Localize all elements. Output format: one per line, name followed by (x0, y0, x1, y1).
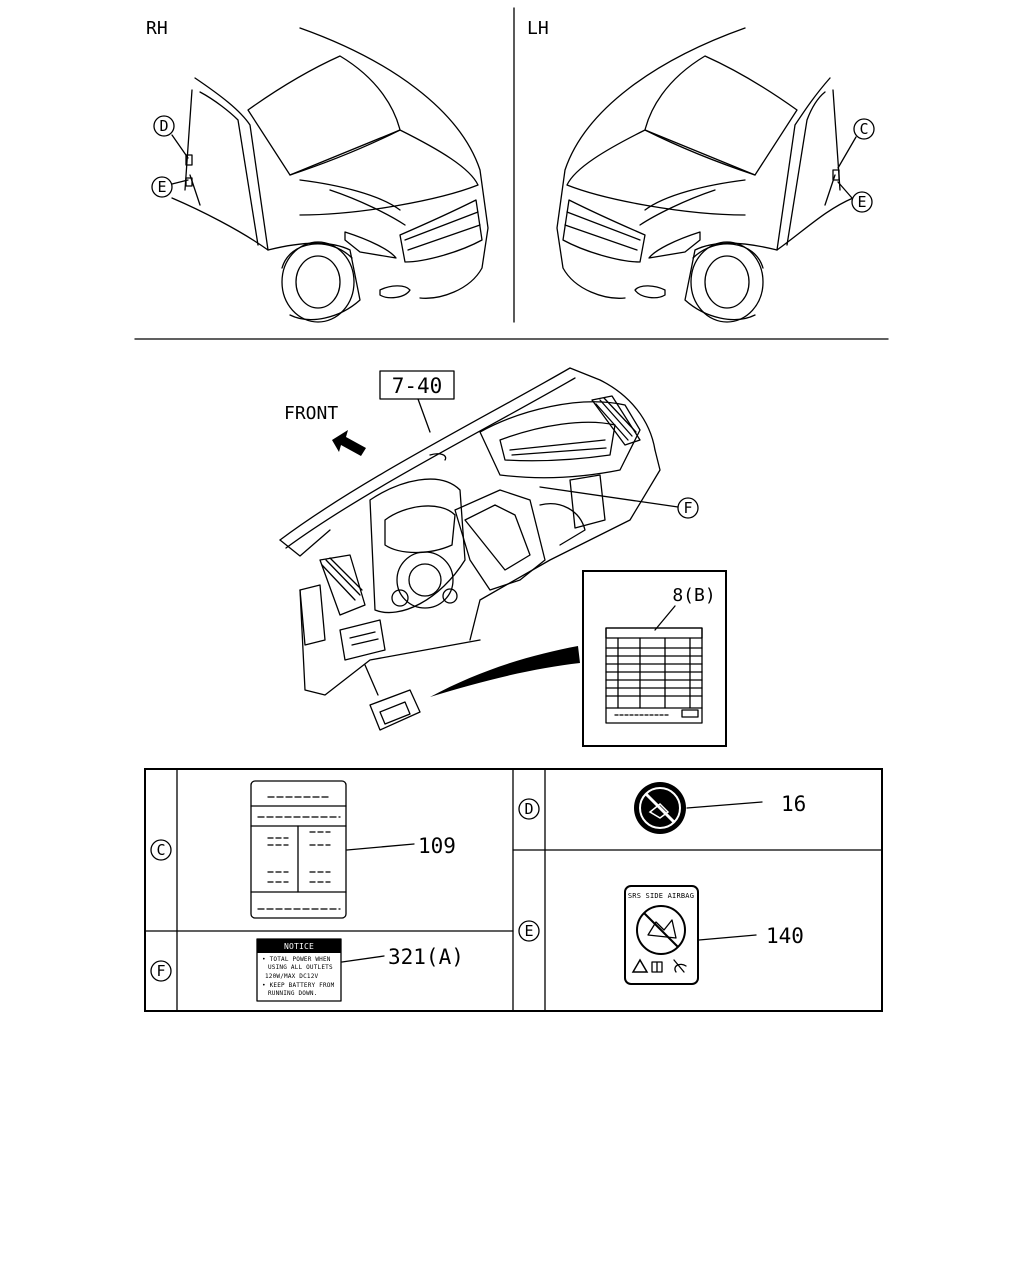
notice-line-4: • KEEP BATTERY FROM (262, 982, 335, 989)
notice-line-2: USING ALL OUTLETS (268, 964, 333, 971)
label-109-drawing (250, 780, 347, 919)
instrument-panel-section: 7-40 FRONT (279, 367, 727, 747)
dashboard-drawing (279, 367, 661, 731)
notice-line-5: RUNNING DOWN. (268, 990, 318, 997)
pointer-swoosh (430, 646, 580, 697)
part-number-321a: 321(A) (388, 945, 464, 969)
lh-vehicle-drawing (556, 27, 854, 323)
svg-text:E: E (157, 178, 166, 196)
front-arrow-icon (332, 430, 366, 456)
warning-triangle-icon (631, 958, 649, 973)
svg-text:D: D (159, 117, 168, 135)
airbag-prohibition-icon (636, 905, 686, 955)
callout-e-lh: E (837, 181, 873, 213)
notice-line-3: 120W/MAX DC12V (265, 973, 319, 980)
table-row-d: D 16 (518, 782, 806, 834)
callout-e-rh: E (151, 176, 189, 198)
callout-f-dashboard: F (539, 486, 699, 519)
row-e-letter: E (524, 922, 533, 940)
inset-label-box: 8(B) (582, 570, 727, 747)
row-c-letter: C (156, 841, 165, 859)
svg-text:F: F (683, 499, 692, 517)
airbag-title: SRS SIDE AIRBAG (628, 892, 694, 900)
row-d-letter: D (524, 800, 533, 818)
rh-label: RH (146, 18, 168, 39)
table-row-f: F NOTICE • TOTAL POWER WHEN USING ALL OU… (150, 938, 464, 1002)
rh-vehicle-drawing (171, 27, 489, 323)
callout-d-rh: D (153, 115, 189, 159)
front-label: FRONT (284, 403, 338, 424)
no-child-seat-icon (634, 782, 686, 834)
table-row-e: E SRS SIDE AIRBAG 140 (518, 885, 804, 985)
notice-line-1: • TOTAL POWER WHEN (262, 956, 331, 963)
ref-box (379, 370, 455, 400)
vehicle-views-section: RH LH (134, 7, 889, 340)
table-row-c: C 109 (150, 780, 456, 919)
ref-box-label: 7-40 (392, 374, 443, 398)
svg-text:C: C (859, 120, 868, 138)
part-number-140: 140 (766, 924, 804, 948)
part-number-109: 109 (418, 834, 456, 858)
parts-table: C 109 (144, 768, 883, 1012)
row-f-letter: F (156, 962, 165, 980)
svg-text:E: E (857, 193, 866, 211)
manual-book-icon (651, 961, 663, 973)
srs-side-airbag-label-drawing: SRS SIDE AIRBAG (624, 885, 699, 985)
callout-c-lh: C (837, 118, 875, 169)
inset-part-label: 8(B) (672, 585, 715, 606)
notice-title: NOTICE (284, 942, 314, 951)
part-number-16: 16 (781, 792, 806, 816)
notice-label-drawing: NOTICE • TOTAL POWER WHEN USING ALL OUTL… (256, 938, 342, 1002)
child-seat-icon (673, 959, 687, 973)
lh-label: LH (527, 18, 549, 39)
